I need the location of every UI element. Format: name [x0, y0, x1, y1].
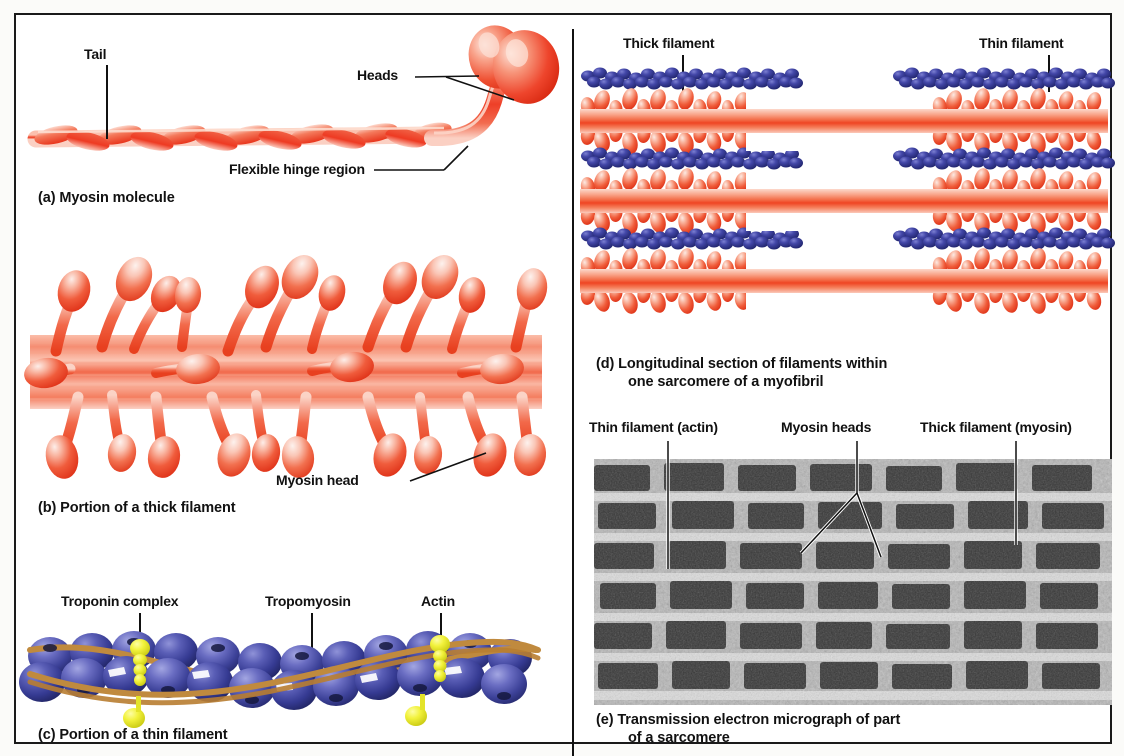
thin-filament-illustration	[19, 631, 541, 728]
panel-c: Troponin complex Tropomyosin Actin	[16, 570, 572, 746]
label-thin-filament: Thin filament	[979, 35, 1064, 51]
panel-a-caption: (a) Myosin molecule	[38, 190, 175, 206]
label-tropomyosin: Tropomyosin	[265, 593, 351, 609]
panel-e-caption-line2: of a sarcomere	[628, 730, 730, 746]
label-thick-filament-myosin: Thick filament (myosin)	[920, 419, 1072, 435]
panel-e-caption-line1: (e) Transmission electron micrograph of …	[596, 712, 901, 728]
panel-c-caption: (c) Portion of a thin filament	[38, 727, 228, 743]
thick-filament-row-2	[579, 166, 1108, 236]
label-thick-filament: Thick filament	[623, 35, 715, 51]
thick-filament-row-3	[579, 246, 1108, 316]
panel-a: Tail Heads Flexible hinge region (a) Myo…	[16, 15, 572, 215]
myosin-heads-shape	[468, 25, 560, 104]
sarcomere-longitudinal-illustration	[579, 63, 1115, 316]
panel-e: Thin filament (actin) Myosin heads Thick…	[576, 405, 1114, 746]
label-myosin-head: Myosin head	[276, 472, 359, 488]
thick-filament-illustration	[24, 255, 548, 479]
label-actin: Actin	[421, 593, 456, 609]
troponin-complex-1	[123, 639, 150, 728]
panel-b: Myosin head (b) Portion of a thick filam…	[16, 247, 572, 519]
micrograph-leader-lines	[666, 441, 1018, 569]
tail-leader-line	[106, 65, 108, 139]
tropomyosin-strand-front	[27, 638, 541, 698]
myosin-heads-middle	[24, 351, 524, 389]
figure-frame: Tail Heads Flexible hinge region (a) Myo…	[14, 13, 1115, 756]
panel-d-caption-line1: (d) Longitudinal section of filaments wi…	[596, 356, 888, 372]
tropomyosin-leader-line	[311, 613, 313, 648]
troponin-complex-2	[405, 635, 450, 726]
bare-zone-masks	[746, 63, 898, 313]
label-heads: Heads	[357, 67, 399, 83]
myosin-heads-lower	[45, 390, 547, 479]
heads-leader-lines	[374, 75, 515, 171]
column-divider	[572, 29, 574, 756]
label-troponin-complex: Troponin complex	[61, 593, 179, 609]
panel-d: Thick filament Thin filament	[576, 15, 1115, 393]
label-myosin-heads: Myosin heads	[781, 419, 872, 435]
actin-leader-line	[440, 613, 442, 646]
label-flexible-hinge-region: Flexible hinge region	[229, 161, 365, 177]
myosin-head-leader-line	[409, 452, 487, 482]
panel-d-caption-line2: one sarcomere of a myofibril	[628, 374, 824, 390]
troponin-leader-line	[139, 613, 141, 646]
myosin-molecule-illustration	[27, 25, 560, 151]
panel-b-caption: (b) Portion of a thick filament	[38, 500, 236, 516]
myosin-heads-upper	[50, 255, 548, 357]
label-thin-filament-actin: Thin filament (actin)	[589, 419, 718, 435]
thick-filament-row-1	[579, 86, 1108, 156]
label-tail: Tail	[84, 46, 107, 62]
electron-micrograph-image	[594, 459, 1112, 705]
